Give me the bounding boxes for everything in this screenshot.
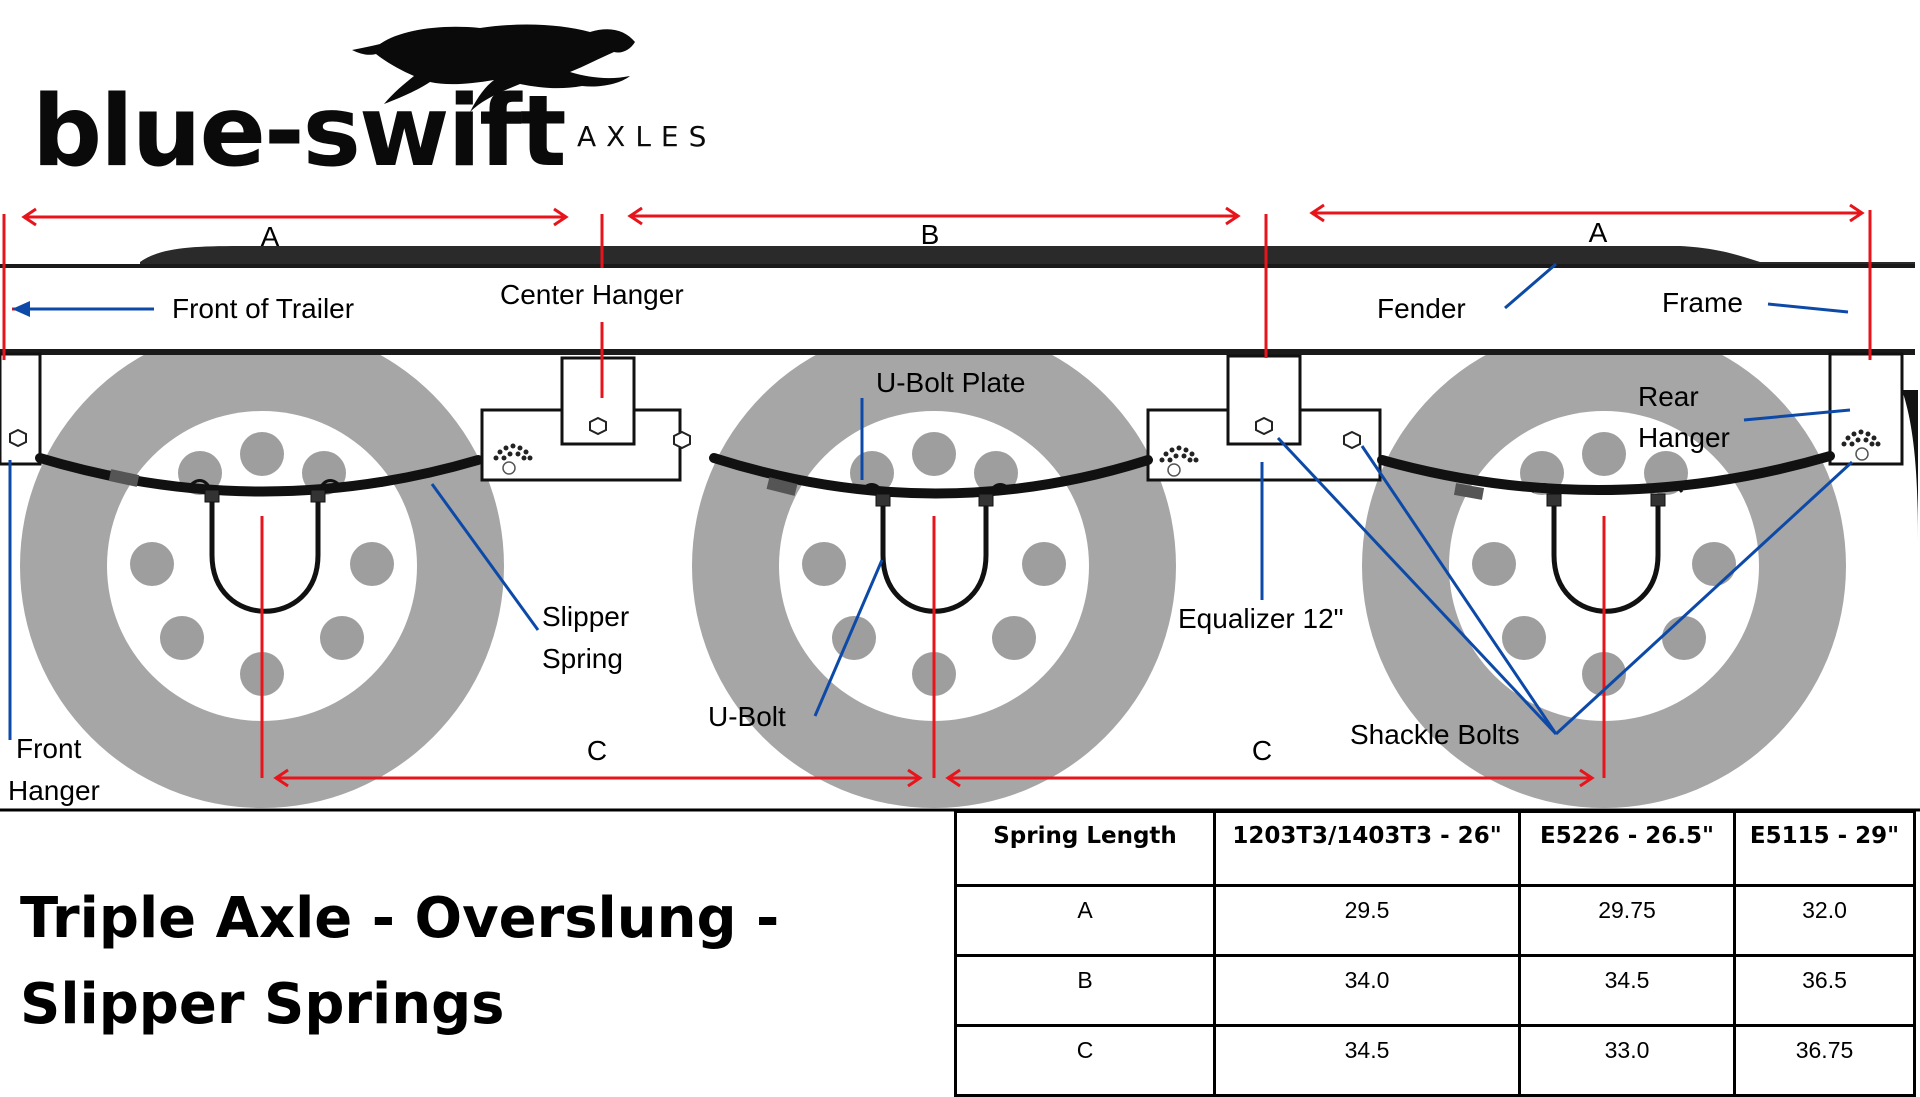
leader-fender: [1504, 262, 1557, 310]
leader-shackle-3: [1554, 460, 1854, 736]
table-cell: B: [954, 954, 1216, 1027]
u-bolt-nuts: [204, 489, 1666, 507]
spring-front: [35, 453, 483, 497]
dimension-lines: [2, 203, 1872, 788]
label-front-hanger-2: Hanger: [8, 775, 100, 806]
label-front-hanger-1: Front: [16, 733, 82, 764]
table-cell: 29.5: [1213, 884, 1521, 957]
label-center-hanger: Center Hanger: [500, 279, 684, 310]
label-rear-hanger-2: Hanger: [1638, 422, 1730, 453]
spring-rear: [1377, 451, 1835, 495]
table-header: 1203T3/1403T3 - 26": [1213, 810, 1521, 887]
table-header: Spring Length: [954, 810, 1216, 887]
front-hanger: [0, 352, 42, 466]
center-hanger-2-top: [1226, 354, 1302, 446]
label-slipper-spring-2: Spring: [542, 643, 623, 674]
table-cell: C: [954, 1024, 1216, 1097]
diagram-title: Triple Axle - Overslung - Slipper Spring…: [20, 876, 920, 1048]
hangers: [0, 352, 1904, 482]
hex-bolt-3: [1255, 416, 1273, 436]
label-equalizer: Equalizer 12": [1178, 603, 1344, 634]
hex-bolt-2: [673, 430, 691, 450]
leader-slipper: [430, 483, 540, 631]
hex-bolt-4: [1343, 430, 1361, 450]
table-cell: 34.0: [1213, 954, 1521, 1027]
leader-shackle-2: [1360, 445, 1558, 735]
dim-b: B: [921, 219, 940, 250]
label-slipper-spring-1: Slipper: [542, 601, 629, 632]
leader-frame: [1767, 302, 1849, 314]
table-row: C 34.5 33.0 36.75: [954, 1024, 1916, 1097]
frame-tail: [1902, 390, 1918, 540]
cheetah-icon: [352, 24, 635, 112]
hex-bolt-front: [9, 428, 27, 448]
hex-bolt-1: [589, 416, 607, 436]
table-cell: 32.0: [1733, 884, 1916, 957]
table-cell: 29.75: [1518, 884, 1736, 957]
leader-lines: [8, 262, 1854, 740]
logo-subtitle: AXLES: [577, 120, 716, 153]
title-line-2: Slipper Springs: [20, 972, 505, 1037]
label-frame: Frame: [1662, 287, 1743, 318]
label-front-of-trailer: Front of Trailer: [172, 293, 354, 324]
fender: [140, 246, 1915, 266]
table-header: E5115 - 29": [1733, 810, 1916, 887]
springs: [35, 451, 1835, 499]
title-line-1: Triple Axle - Overslung -: [20, 886, 780, 951]
dim-c-left: C: [587, 735, 607, 766]
table-header-row: Spring Length 1203T3/1403T3 - 26" E5226 …: [954, 810, 1916, 887]
label-ubolt: U-Bolt: [708, 701, 786, 732]
logo-wordmark: blue-swift: [32, 75, 565, 189]
dim-a-right: A: [1589, 217, 1608, 248]
table-cell: 34.5: [1518, 954, 1736, 1027]
spring-clips: [108, 469, 1485, 500]
spring-middle: [709, 453, 1153, 499]
table-cell: 36.75: [1733, 1024, 1916, 1097]
label-fender: Fender: [1377, 293, 1466, 324]
u-bolt-rear: [1551, 505, 1661, 614]
table-cell: 33.0: [1518, 1024, 1736, 1097]
u-bolt-front: [209, 500, 321, 614]
label-ubolt-plate: U-Bolt Plate: [876, 367, 1025, 398]
leader-ubolt: [813, 559, 884, 717]
dim-a-left: A: [261, 221, 280, 252]
table-cell: A: [954, 884, 1216, 957]
table-row: B 34.0 34.5 36.5: [954, 954, 1916, 1027]
leader-rear-hanger: [1743, 408, 1851, 422]
slipper-pads: [493, 429, 1881, 463]
bolt-hexes: [9, 416, 1361, 450]
dim-c-right: C: [1252, 735, 1272, 766]
table-cell: 36.5: [1733, 954, 1916, 1027]
label-shackle-bolts: Shackle Bolts: [1350, 719, 1520, 750]
label-rear-hanger-1: Rear: [1638, 381, 1699, 412]
table-cell: 34.5: [1213, 1024, 1521, 1097]
table-header: E5226 - 26.5": [1518, 810, 1736, 887]
fender-frame: [0, 246, 1915, 355]
blue-swift-logo: blue-swift AXLES: [32, 24, 716, 189]
spring-length-table: Spring Length 1203T3/1403T3 - 26" E5226 …: [954, 810, 1916, 1097]
front-arrow-head: [12, 301, 30, 317]
rear-hanger: [1828, 352, 1904, 466]
table-row: A 29.5 29.75 32.0: [954, 884, 1916, 957]
leader-shackle-1: [1276, 436, 1558, 736]
